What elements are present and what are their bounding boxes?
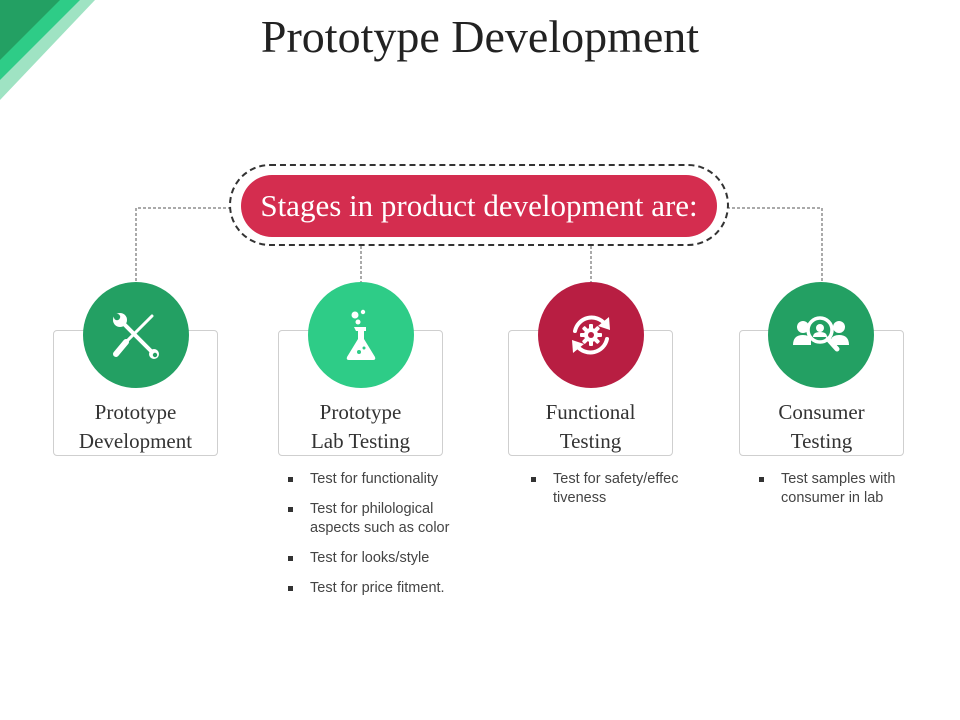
stage-label-functional-testing: Functional Testing: [545, 400, 636, 453]
stage-label-consumer-testing: Consumer Testing: [778, 400, 865, 453]
list-item: Test for philological aspects such as co…: [288, 500, 478, 538]
banner: Stages in product development are:: [241, 175, 717, 237]
list-item: Test samples with consumer in lab: [759, 470, 919, 508]
stage-label-prototype-development: Prototype Development: [78, 400, 193, 453]
stage-label-prototype-lab-testing: Prototype Lab Testing: [310, 400, 411, 453]
stage-circle-prototype-development: [83, 282, 189, 388]
stage-circle-functional-testing: [538, 282, 644, 388]
banner-outline: [229, 164, 729, 246]
bullets-consumer-testing: Test samples with consumer in lab: [759, 470, 919, 519]
page-title: Prototype Development: [260, 11, 700, 62]
list-item: Test for functionality: [288, 470, 478, 489]
stage-circle-consumer-testing: [768, 282, 874, 388]
bullets-prototype-lab-testing: Test for functionality Test for philolog…: [288, 470, 478, 609]
stage-card-functional-testing: [508, 330, 673, 456]
list-item: Test for safety/effectiveness: [531, 470, 681, 508]
list-item: Test for price fitment.: [288, 579, 478, 598]
bullets-functional-testing: Test for safety/effectiveness: [531, 470, 681, 519]
tools-icon: [113, 313, 159, 359]
cycle-gear-icon: [572, 315, 610, 355]
corner-decoration: [0, 0, 95, 100]
flask-icon: [346, 309, 376, 360]
banner-text: Stages in product development are:: [260, 188, 698, 223]
consumer-search-icon: [793, 316, 849, 352]
list-item: Test for looks/style: [288, 549, 478, 568]
stage-circle-prototype-lab-testing: [308, 282, 414, 388]
